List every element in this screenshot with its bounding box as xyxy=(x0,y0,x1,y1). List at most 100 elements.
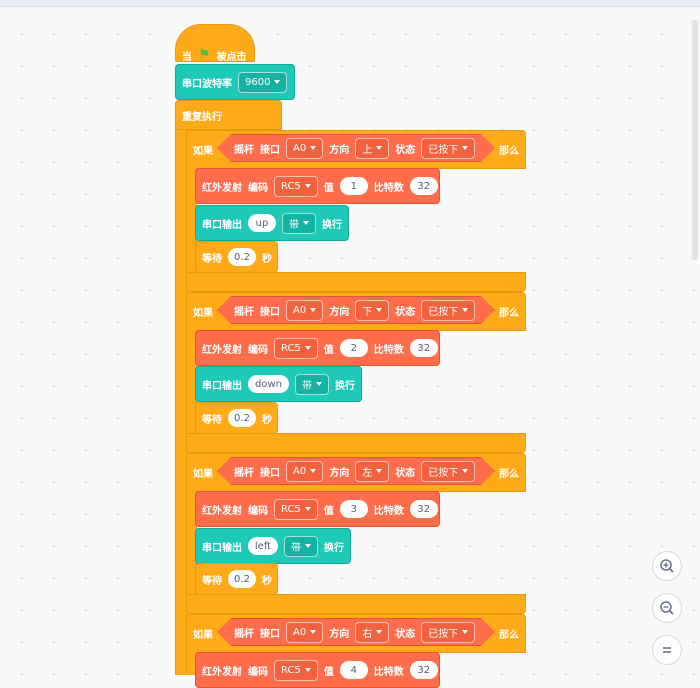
ir-code-dropdown[interactable]: RC5 xyxy=(274,498,318,520)
port-dropdown[interactable]: A0 xyxy=(286,300,323,321)
state-dropdown[interactable]: 已按下 xyxy=(421,300,475,321)
forever-loop-label: 重复执行 xyxy=(182,111,222,123)
state-value: 已按下 xyxy=(428,306,459,318)
port-value: A0 xyxy=(293,626,307,638)
ir-send-block[interactable]: 红外发射 编码 RC5 值 2 比特数 32 xyxy=(195,330,440,366)
serial-mode-dropdown[interactable]: 带 xyxy=(294,373,329,395)
serial-text-input[interactable]: down xyxy=(248,375,289,393)
port-dropdown[interactable]: A0 xyxy=(286,622,323,643)
zoom-in-button[interactable] xyxy=(652,551,682,581)
forever-loop-block[interactable]: 重复执行 xyxy=(175,100,282,130)
serial-print-label: 串口输出 xyxy=(202,380,242,392)
chevron-down-icon xyxy=(462,146,468,150)
port-label: 接口 xyxy=(260,306,280,318)
if-head[interactable]: 如果 那么 摇杆 接口 A0 方向 左 状态 已按下 xyxy=(186,453,526,492)
ir-code-dropdown[interactable]: RC5 xyxy=(274,175,318,197)
joystick-condition[interactable]: 摇杆 接口 A0 方向 右 状态 已按下 xyxy=(217,618,495,646)
ir-code-label: 编码 xyxy=(248,666,268,678)
ir-value-label: 值 xyxy=(323,666,334,678)
port-value: A0 xyxy=(293,142,307,154)
serial-print-block[interactable]: 串口输出 up 带 换行 xyxy=(195,205,349,241)
zoom-reset-button[interactable] xyxy=(652,635,682,665)
serial-baud-block[interactable]: 串口波特率 9600 xyxy=(175,64,295,100)
chevron-down-icon xyxy=(310,469,316,473)
state-value: 已按下 xyxy=(428,144,459,156)
ir-value-input[interactable]: 2 xyxy=(339,339,368,357)
ir-value-label: 值 xyxy=(323,344,334,356)
ir-code-dropdown[interactable]: RC5 xyxy=(274,337,318,359)
ir-bits-input[interactable]: 32 xyxy=(409,177,438,195)
serial-mode-dropdown[interactable]: 带 xyxy=(282,212,316,234)
state-label: 状态 xyxy=(395,144,416,156)
wait-unit: 秒 xyxy=(262,414,272,426)
chevron-down-icon xyxy=(462,630,468,634)
ir-send-block[interactable]: 红外发射 编码 RC5 值 3 比特数 32 xyxy=(195,491,440,527)
state-dropdown[interactable]: 已按下 xyxy=(421,138,475,159)
direction-label: 方向 xyxy=(329,628,350,640)
serial-text-input[interactable]: up xyxy=(248,214,276,232)
ir-send-block[interactable]: 红外发射 编码 RC5 值 1 比特数 32 xyxy=(195,168,440,204)
ir-code-label: 编码 xyxy=(248,344,268,356)
wait-seconds-input[interactable]: 0.2 xyxy=(228,570,256,588)
wait-block[interactable]: 等待 0.2 秒 xyxy=(195,241,278,273)
if-head[interactable]: 如果 那么 摇杆 接口 A0 方向 下 状态 已按下 xyxy=(186,292,526,331)
wait-block[interactable]: 等待 0.2 秒 xyxy=(195,563,278,595)
ir-bits-input[interactable]: 32 xyxy=(409,339,438,357)
direction-dropdown[interactable]: 左 xyxy=(355,461,389,482)
direction-dropdown[interactable]: 上 xyxy=(355,138,389,159)
ir-code-dropdown[interactable]: RC5 xyxy=(274,659,318,681)
ir-label: 红外发射 xyxy=(202,344,242,356)
state-dropdown[interactable]: 已按下 xyxy=(421,461,475,482)
ir-code-value: RC5 xyxy=(281,342,301,354)
if-head[interactable]: 如果 那么 摇杆 接口 A0 方向 右 状态 已按下 xyxy=(186,614,526,653)
wait-seconds-input[interactable]: 0.2 xyxy=(228,248,256,266)
ir-label: 红外发射 xyxy=(202,182,242,194)
serial-print-block[interactable]: 串口输出 left 带 换行 xyxy=(195,528,351,564)
chevron-down-icon xyxy=(310,146,316,150)
port-dropdown[interactable]: A0 xyxy=(286,461,323,482)
then-label: 那么 xyxy=(499,630,519,641)
chevron-down-icon xyxy=(305,544,311,548)
hat-prefix: 当 xyxy=(182,51,192,63)
ir-code-value: RC5 xyxy=(281,664,301,676)
if-head[interactable]: 如果 那么 摇杆 接口 A0 方向 上 状态 已按下 xyxy=(186,130,526,169)
ir-value-input[interactable]: 1 xyxy=(339,177,368,195)
serial-baud-label: 串口波特率 xyxy=(182,78,232,90)
zoom-reset-icon xyxy=(663,647,671,653)
wait-block[interactable]: 等待 0.2 秒 xyxy=(195,402,278,434)
joystick-condition[interactable]: 摇杆 接口 A0 方向 下 状态 已按下 xyxy=(217,296,495,324)
ir-value-input[interactable]: 4 xyxy=(339,661,368,679)
vertical-scrollbar[interactable] xyxy=(692,20,698,260)
ir-bits-input[interactable]: 32 xyxy=(409,661,438,679)
baud-rate-dropdown[interactable]: 9600 xyxy=(238,71,288,93)
ir-send-block[interactable]: 红外发射 编码 RC5 值 4 比特数 32 xyxy=(195,652,440,688)
port-value: A0 xyxy=(293,465,307,477)
serial-mode-value: 带 xyxy=(291,542,301,554)
ir-bits-label: 比特数 xyxy=(373,505,404,517)
zoom-in-icon xyxy=(660,559,674,573)
direction-dropdown[interactable]: 右 xyxy=(355,622,389,643)
zoom-out-button[interactable] xyxy=(652,593,682,623)
direction-dropdown[interactable]: 下 xyxy=(355,300,389,321)
joystick-condition[interactable]: 摇杆 接口 A0 方向 上 状态 已按下 xyxy=(217,134,495,162)
ir-value-input[interactable]: 3 xyxy=(339,500,368,518)
state-dropdown[interactable]: 已按下 xyxy=(421,622,475,643)
wait-unit: 秒 xyxy=(262,253,272,265)
top-toolbar-edge xyxy=(0,0,700,7)
ir-value-label: 值 xyxy=(323,505,334,517)
chevron-down-icon xyxy=(304,184,311,188)
serial-mode-dropdown[interactable]: 带 xyxy=(284,535,318,557)
serial-text-input[interactable]: left xyxy=(248,537,278,555)
port-label: 接口 xyxy=(260,144,280,156)
baud-rate-value: 9600 xyxy=(245,76,271,88)
ir-bits-input[interactable]: 32 xyxy=(409,500,438,518)
wait-unit: 秒 xyxy=(262,575,272,587)
when-flag-clicked-block[interactable]: 当 ⚑ 被点击 xyxy=(175,24,255,63)
serial-print-block[interactable]: 串口输出 down 带 换行 xyxy=(195,366,362,402)
joystick-condition[interactable]: 摇杆 接口 A0 方向 左 状态 已按下 xyxy=(217,457,495,485)
wait-seconds-input[interactable]: 0.2 xyxy=(228,409,256,427)
port-dropdown[interactable]: A0 xyxy=(286,138,323,159)
if-label: 如果 xyxy=(193,630,213,641)
state-label: 状态 xyxy=(395,467,416,479)
ir-bits-label: 比特数 xyxy=(373,182,404,194)
